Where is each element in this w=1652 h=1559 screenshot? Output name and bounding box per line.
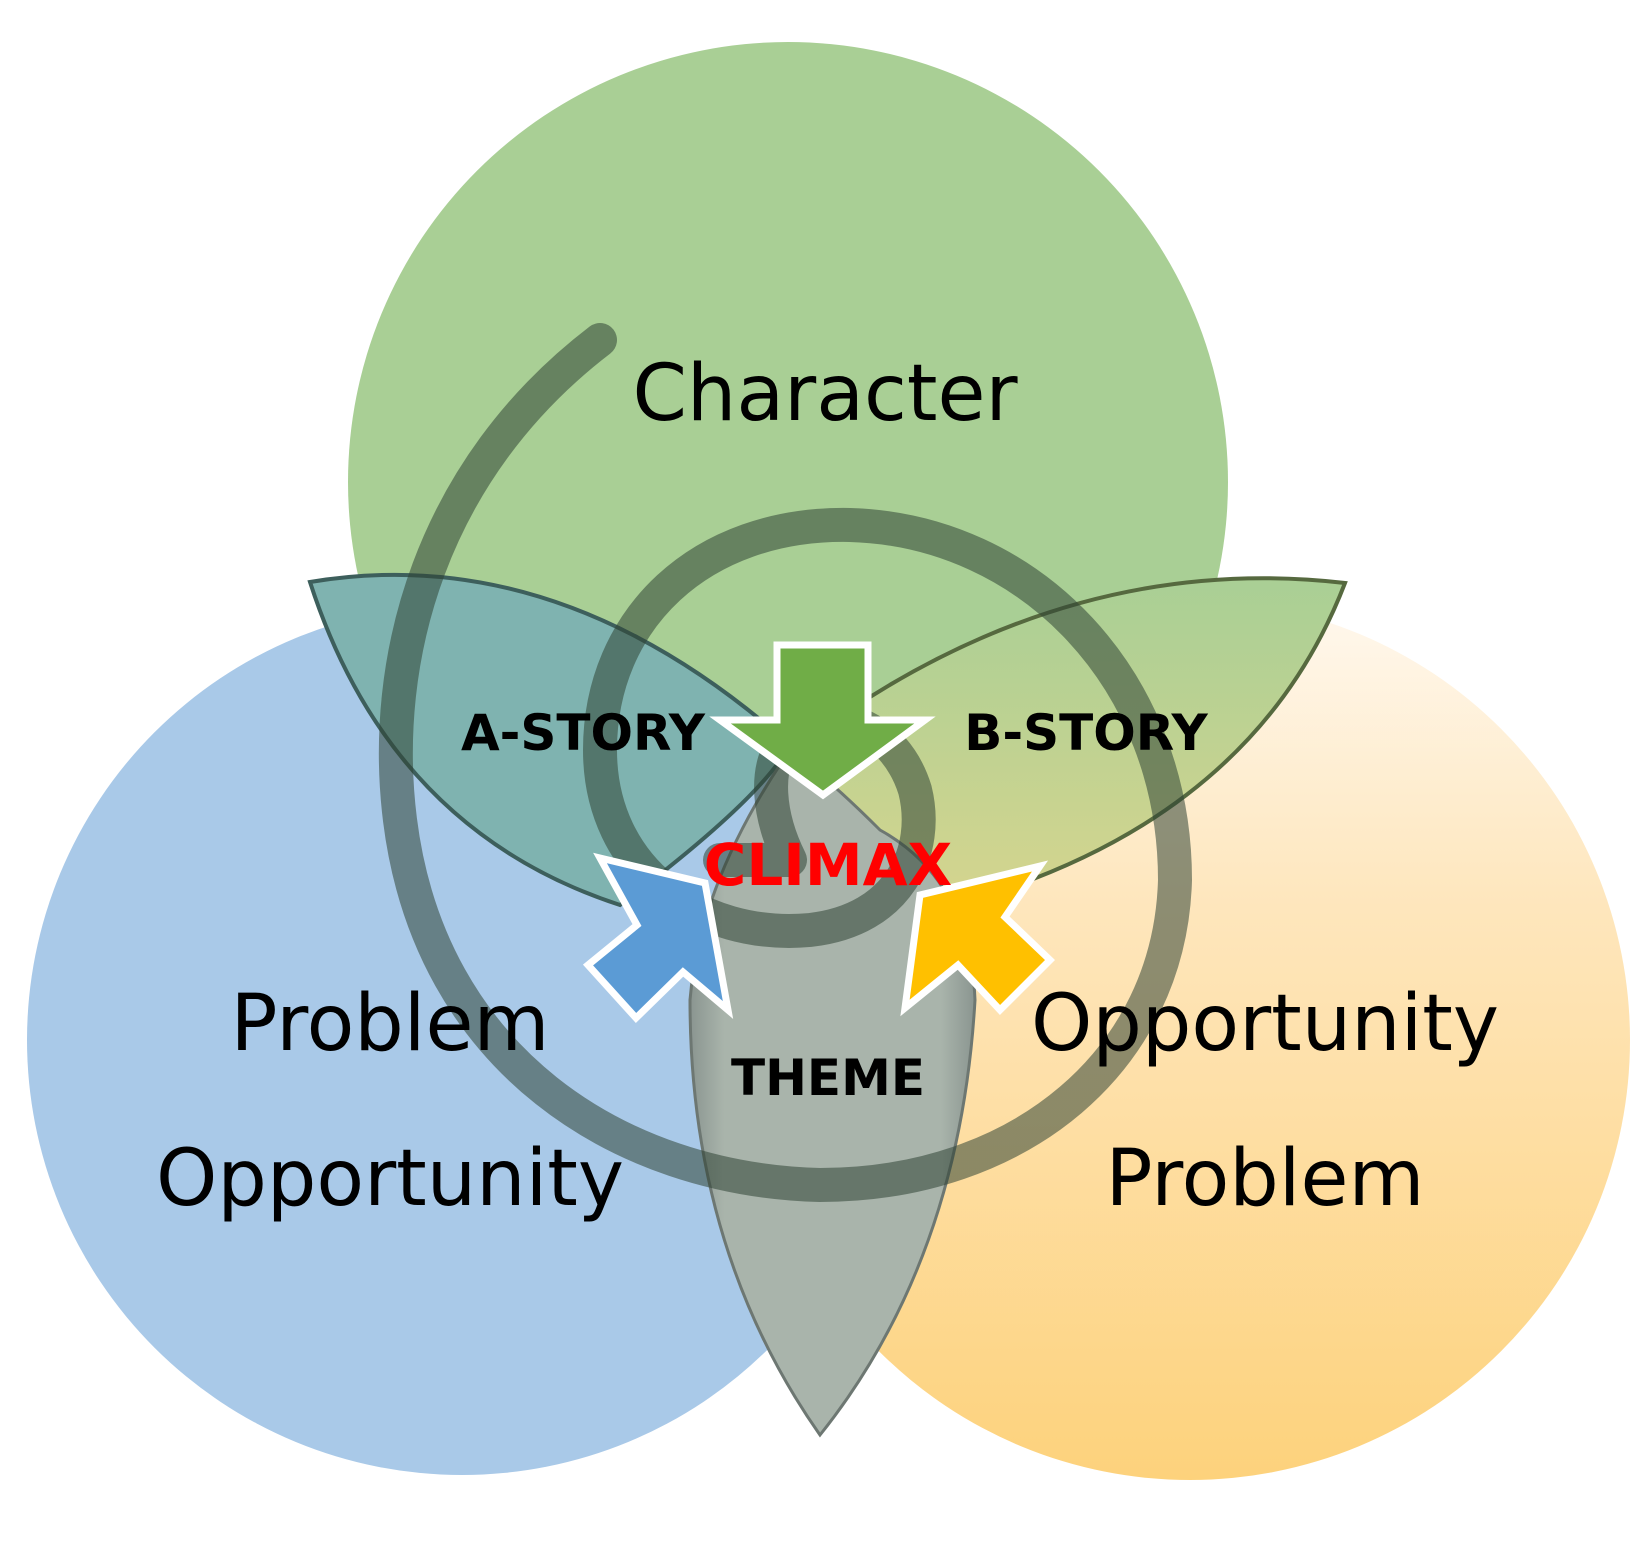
arrow-up-right-from-left bbox=[582, 852, 734, 1024]
arrows bbox=[582, 641, 1056, 1024]
character-label: Character bbox=[632, 349, 1018, 439]
arrow-down-from-character bbox=[709, 641, 936, 800]
a-story-label: A-STORY bbox=[461, 704, 706, 762]
right-circle-label-line1: Opportunity bbox=[1031, 979, 1499, 1069]
labels: Character Problem Opportunity Opportunit… bbox=[156, 349, 1499, 1224]
arrow-up-left-from-right bbox=[900, 860, 1056, 1017]
a-story-lens bbox=[307, 572, 793, 908]
right-circle-label-line2: Problem bbox=[1106, 1134, 1425, 1224]
left-circle-label-line2: Opportunity bbox=[156, 1134, 624, 1224]
left-circle-label-line1: Problem bbox=[231, 979, 550, 1069]
climax-label: CLIMAX bbox=[704, 831, 952, 899]
spiral-path bbox=[378, 323, 1192, 1202]
theme-label: THEME bbox=[731, 1049, 925, 1107]
b-story-label: B-STORY bbox=[964, 704, 1208, 762]
